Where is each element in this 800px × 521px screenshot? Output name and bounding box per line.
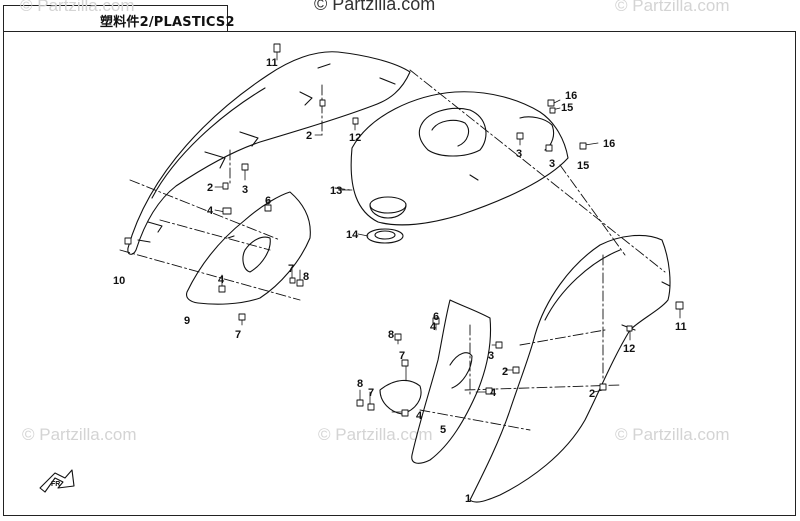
callout-7-right-low: 7 xyxy=(368,387,374,399)
callout-8-mid: 8 xyxy=(303,271,309,283)
callout-2-mid: 2 xyxy=(502,366,508,378)
watermark-bottom-center: © Partzilla.com xyxy=(318,425,433,444)
callout-11-top: 11 xyxy=(266,57,278,69)
bolt-icon xyxy=(675,301,684,310)
bolt-icon xyxy=(599,383,607,391)
bolt-icon xyxy=(296,279,304,287)
clip-icon xyxy=(124,237,132,245)
title-cell xyxy=(3,5,228,32)
bolt-icon xyxy=(485,387,493,395)
callout-13: 13 xyxy=(330,185,342,197)
callout-4-right-low: 4 xyxy=(416,410,423,422)
callout-4-right-mid: 4 xyxy=(490,387,497,399)
tank-cover-part xyxy=(350,91,569,226)
callout-4-left: 4 xyxy=(207,205,214,217)
callout-14: 14 xyxy=(346,229,359,241)
bolt-icon xyxy=(394,333,402,341)
watermark-top-left: © Partzilla.com xyxy=(20,0,135,15)
left-side-cover-part xyxy=(186,191,311,305)
bolt-icon xyxy=(549,107,556,114)
diagram-title: 塑料件2/PLASTICS2 xyxy=(100,15,235,30)
callout-7-right-top: 7 xyxy=(399,350,405,362)
bolt-icon xyxy=(432,317,440,325)
right-side-cover-part xyxy=(379,299,491,464)
bolt-icon xyxy=(547,99,555,107)
clip-icon xyxy=(352,117,359,125)
callout-11-right: 11 xyxy=(675,321,687,333)
bolt-icon xyxy=(218,285,226,293)
callout-2-right: 2 xyxy=(589,388,595,400)
callout-4-mid: 4 xyxy=(218,274,225,286)
callout-12-right: 12 xyxy=(623,343,635,355)
callout-2-upper: 2 xyxy=(306,130,312,142)
callout-3-left: 3 xyxy=(242,184,248,196)
callout-8-right-top: 8 xyxy=(388,329,394,341)
watermark-top: © Partzilla.com xyxy=(314,0,436,14)
callout-5: 5 xyxy=(440,424,446,436)
callout-2-left: 2 xyxy=(207,182,213,194)
diagram-frame xyxy=(3,31,796,516)
clip-icon xyxy=(222,182,229,190)
watermark-bottom-left: © Partzilla.com xyxy=(22,425,137,444)
front-direction-arrow-icon xyxy=(39,469,75,493)
clip-icon xyxy=(626,325,633,332)
bolt-icon xyxy=(367,403,375,411)
watermark-top-right: © Partzilla.com xyxy=(615,0,730,15)
callout-15-right: 15 xyxy=(577,160,589,172)
bolt-icon xyxy=(356,399,364,407)
callout-1: 1 xyxy=(465,493,471,505)
callout-3-mid: 3 xyxy=(488,350,494,362)
bolt-icon xyxy=(401,409,409,417)
callout-9: 9 xyxy=(184,315,190,327)
front-fender-part xyxy=(127,51,411,255)
bolt-icon xyxy=(222,207,232,215)
fasteners xyxy=(124,43,684,417)
callout-6-right: 6 xyxy=(433,311,439,323)
bolt-icon xyxy=(238,313,246,321)
callout-15-top: 15 xyxy=(561,102,573,114)
callout-4-right-top: 4 xyxy=(430,321,437,333)
bolt-icon xyxy=(264,204,272,212)
clip-icon xyxy=(495,341,503,349)
callout-7-low: 7 xyxy=(235,329,241,341)
bolt-icon xyxy=(319,99,326,107)
bolt-icon xyxy=(241,163,249,171)
callout-3-top-right: 3 xyxy=(549,158,555,170)
bolt-icon xyxy=(289,277,296,284)
reference-lines xyxy=(119,69,666,431)
watermark-bottom-right: © Partzilla.com xyxy=(615,425,730,444)
callout-3-top: 3 xyxy=(516,148,522,160)
callout-8-right-low: 8 xyxy=(357,378,363,390)
callout-16-right: 16 xyxy=(603,138,615,150)
clip-icon xyxy=(545,144,553,152)
callout-7-mid: 7 xyxy=(288,263,294,275)
bolt-icon xyxy=(579,142,587,150)
callout-labels: 11 2 12 2 3 4 6 13 14 10 4 7 8 9 7 16 15… xyxy=(51,57,687,505)
callout-10: 10 xyxy=(113,275,125,287)
callout-16-top: 16 xyxy=(565,90,577,102)
bolt-icon xyxy=(401,359,409,367)
callout-6-left: 6 xyxy=(265,195,271,207)
fuel-cap-ring-part xyxy=(366,196,407,244)
leader-lines xyxy=(214,47,681,413)
bolt-icon xyxy=(273,43,281,53)
rear-fender-part xyxy=(469,234,671,503)
clip-icon xyxy=(516,132,524,140)
callout-12-upper: 12 xyxy=(349,132,361,144)
bolt-icon xyxy=(512,366,520,374)
front-marker-label: FR xyxy=(51,481,60,488)
